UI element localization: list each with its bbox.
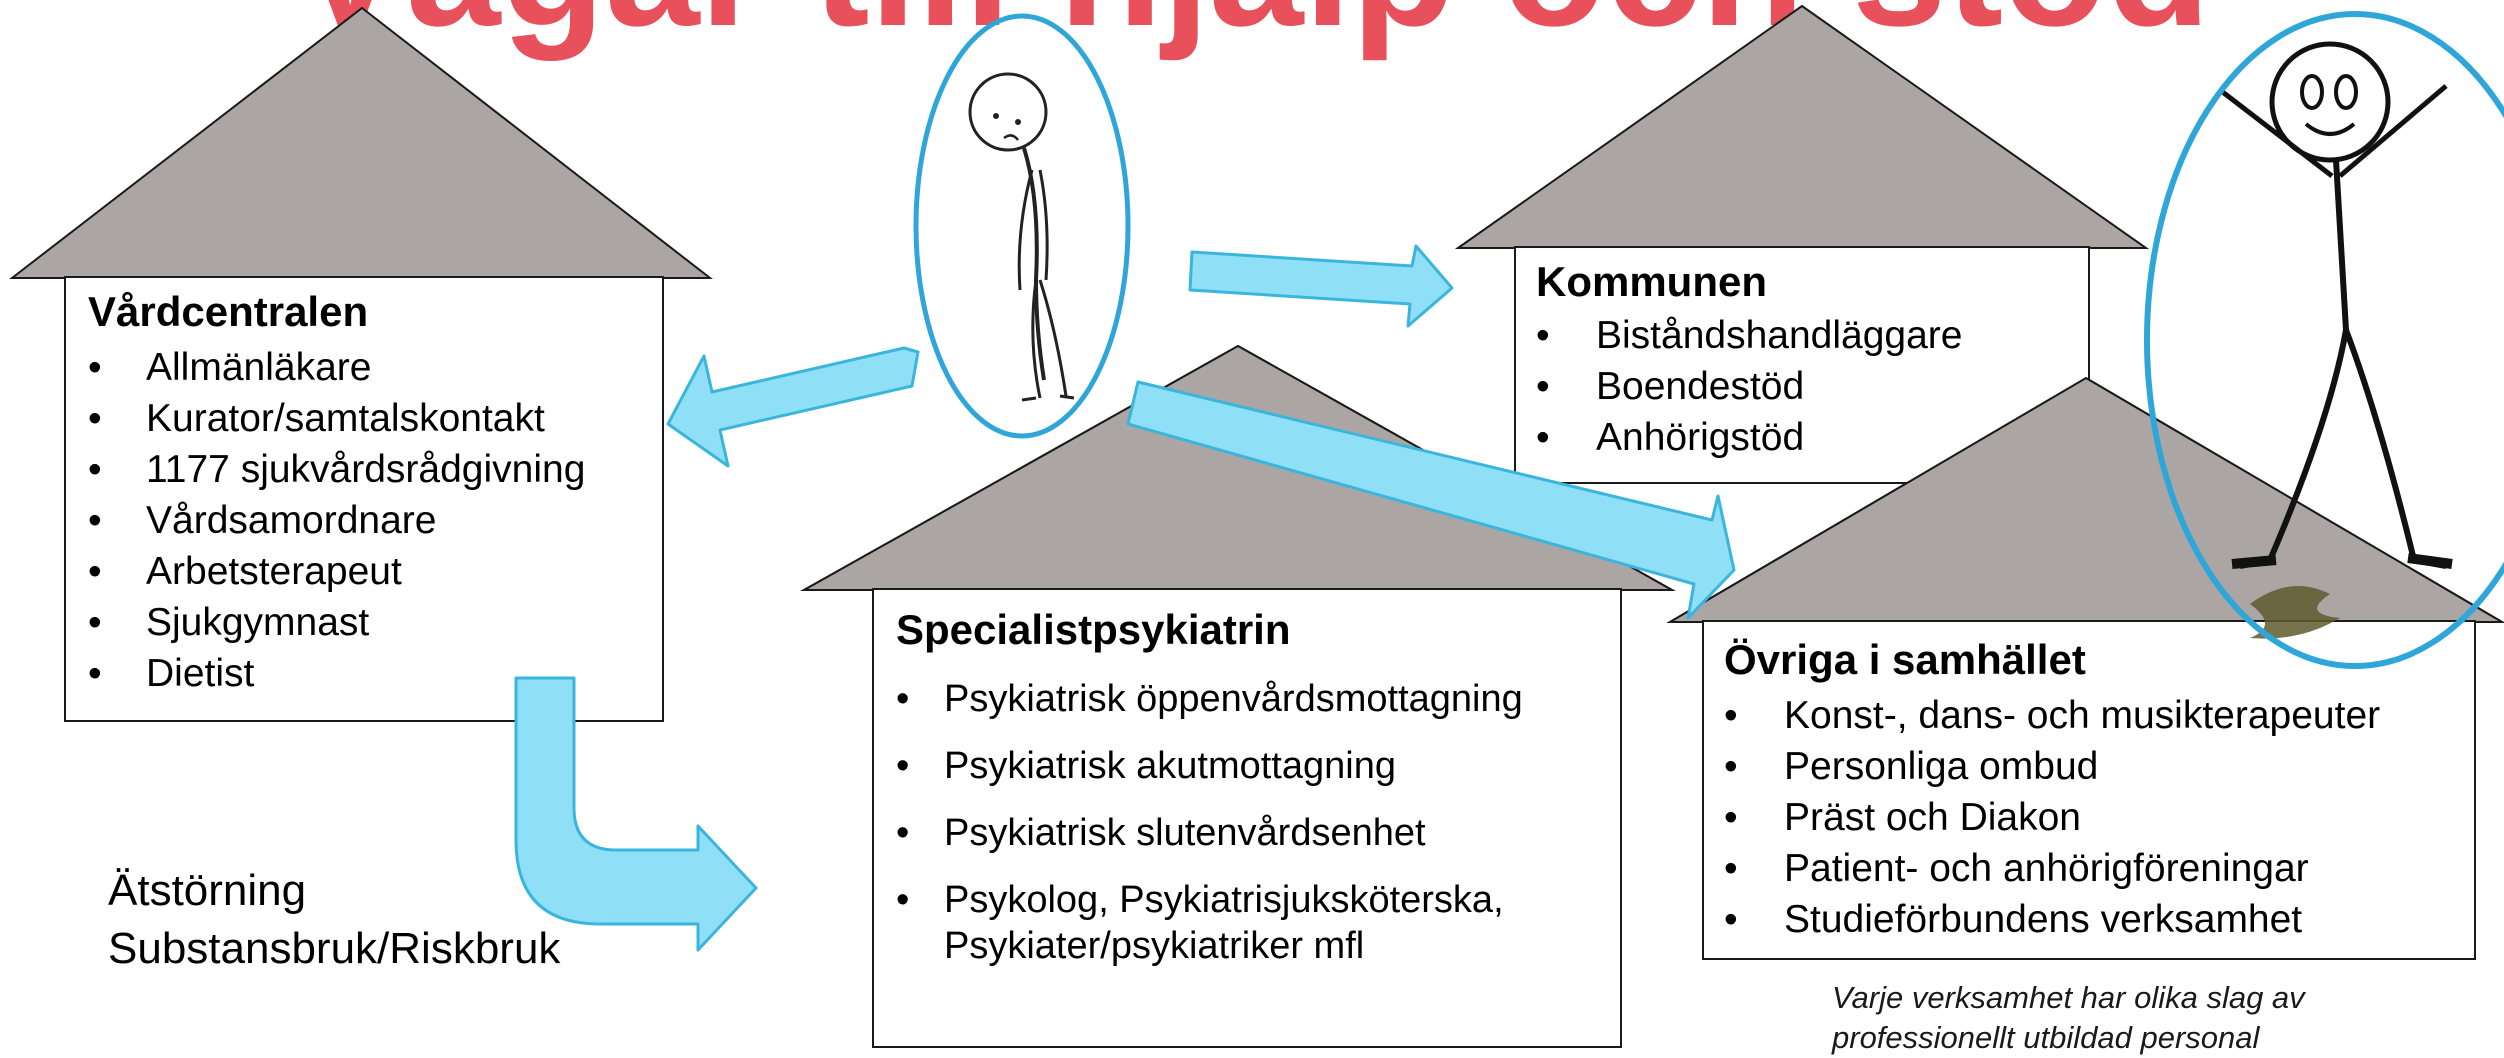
house-specialistpsykiatrin: Specialistpsykiatrin Psykiatrisk öppenvå…	[872, 588, 1622, 1048]
arrow-icon	[666, 346, 920, 468]
happy-stick-figure-icon	[2144, 11, 2504, 669]
arrow-icon	[1126, 380, 1736, 620]
house-ovriga: Övriga i samhället Konst-, dans- och mus…	[1702, 620, 2476, 960]
house-list: Allmänläkare Kurator/samtalskontakt 1177…	[66, 342, 585, 699]
list-item: Psykiatrisk slutenvårdsenhet	[874, 810, 1594, 856]
house-heading: Övriga i samhället	[1724, 636, 2086, 683]
list-item: Psykiatrisk akutmottagning	[874, 743, 1594, 789]
list-item: Sjukgymnast	[66, 597, 585, 648]
list-item: Kurator/samtalskontakt	[66, 393, 585, 444]
condition-note: Ätstörning Substansbruk/Riskbruk	[108, 866, 561, 973]
house-vardcentralen: Vårdcentralen Allmänläkare Kurator/samta…	[64, 276, 664, 722]
arrows-and-figures	[514, 11, 2504, 952]
list-item: Patient- och anhörigföreningar	[1704, 843, 2380, 894]
list-item: Psykiatrisk öppenvårdsmottagning	[874, 676, 1594, 722]
arrow-icon	[514, 676, 758, 952]
list-item: 1177 sjukvårdsrådgivning	[66, 444, 585, 495]
house-list: Konst-, dans- och musikterapeuter Person…	[1704, 690, 2380, 945]
house-heading: Kommunen	[1536, 258, 1767, 305]
list-item: Konst-, dans- och musikterapeuter	[1704, 690, 2380, 741]
list-item: Arbetsterapeut	[66, 546, 585, 597]
list-item: Allmänläkare	[66, 342, 585, 393]
page-title: Vägar till hjälp och stöd	[0, 0, 2504, 52]
list-item: Psykolog, Psykiatrisjuksköterska, Psykia…	[874, 877, 1594, 969]
house-heading: Specialistpsykiatrin	[896, 606, 1291, 653]
list-item: Vårdsamordnare	[66, 495, 585, 546]
house-list: Psykiatrisk öppenvårdsmottagning Psykiat…	[874, 676, 1594, 990]
list-item: Personliga ombud	[1704, 741, 2380, 792]
list-item: Präst och Diakon	[1704, 792, 2380, 843]
sad-stick-figure-icon	[913, 13, 1131, 439]
list-item: Dietist	[66, 648, 585, 699]
arrow-icon	[1188, 244, 1454, 328]
list-item: Studieförbundens verksamhet	[1704, 894, 2380, 945]
house-heading: Vårdcentralen	[88, 288, 369, 335]
